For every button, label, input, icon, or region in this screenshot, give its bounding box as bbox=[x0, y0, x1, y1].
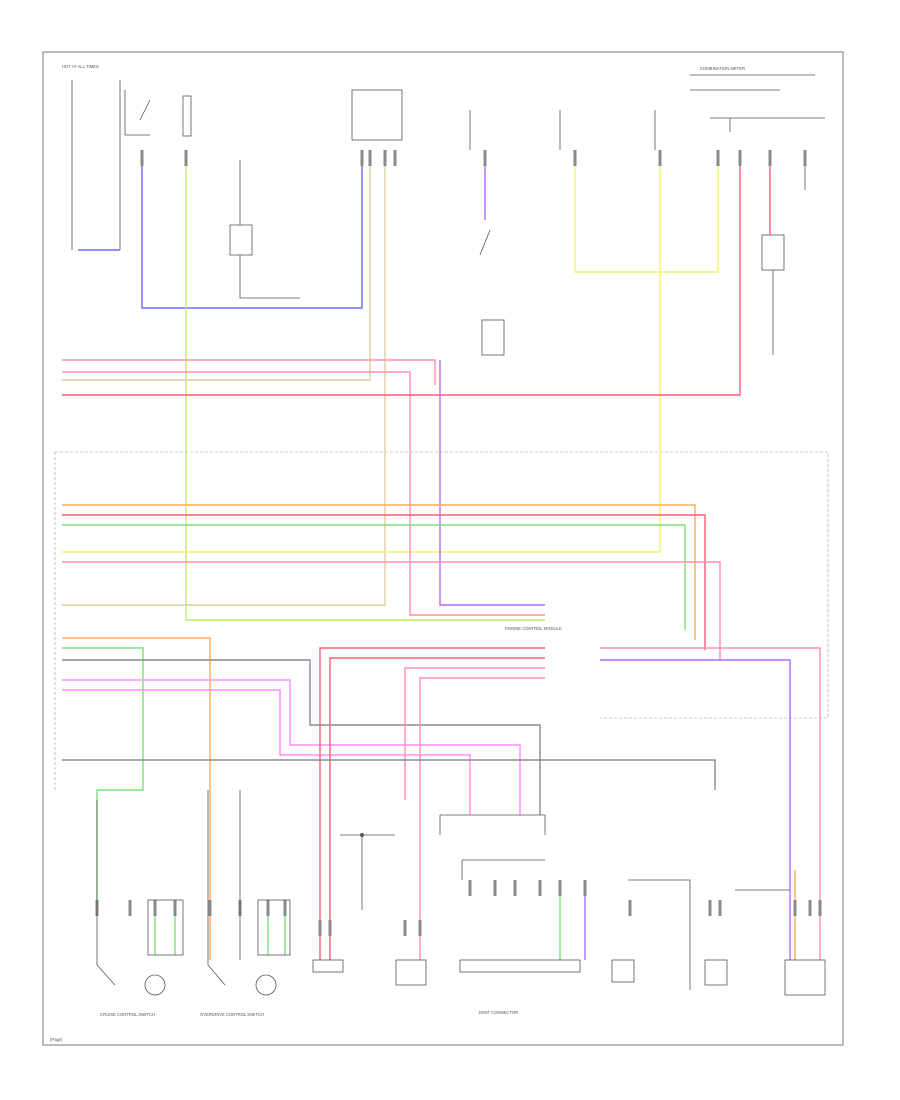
connector-pin-34 bbox=[793, 900, 797, 916]
connector-pin-7 bbox=[573, 150, 577, 166]
wire-red-22 bbox=[329, 657, 545, 960]
connector-pin-9 bbox=[716, 150, 720, 166]
wire-pink-24 bbox=[419, 677, 545, 960]
splice-dot bbox=[360, 833, 364, 837]
connector-pin-15 bbox=[153, 900, 157, 916]
wire-magenta-19 bbox=[62, 679, 521, 815]
wire-gray-18 bbox=[62, 659, 541, 815]
connector-pin-29 bbox=[558, 880, 562, 896]
wire-pink-7 bbox=[62, 359, 436, 385]
page-reference: (Page) bbox=[50, 1037, 63, 1042]
connector-pin-14 bbox=[128, 900, 132, 916]
wire-layer bbox=[62, 150, 822, 960]
top-components bbox=[71, 74, 825, 356]
bottom-components bbox=[96, 790, 826, 996]
wire-tan-3 bbox=[62, 150, 371, 381]
wire-violet-26 bbox=[600, 659, 791, 960]
connector-pin-27 bbox=[513, 880, 517, 896]
connector-pin-22 bbox=[328, 920, 332, 936]
wire-brightgreen-16 bbox=[62, 647, 144, 900]
wire-orange-17 bbox=[62, 637, 211, 960]
wire-pink-8 bbox=[62, 371, 545, 616]
wire-pink-15 bbox=[62, 561, 721, 660]
joint-connector-label: JOINT CONNECTOR bbox=[478, 1010, 518, 1015]
wire-red-21 bbox=[319, 647, 545, 960]
wire-orange-12 bbox=[62, 504, 696, 640]
wire-yellow-5 bbox=[574, 150, 719, 273]
connector-pin-4 bbox=[383, 150, 387, 166]
connector-pin-10 bbox=[738, 150, 742, 166]
wire-brightgreen-14 bbox=[62, 524, 686, 630]
wire-pink-25 bbox=[600, 647, 821, 960]
connector-pin-32 bbox=[708, 900, 712, 916]
connector-pin-23 bbox=[403, 920, 407, 936]
connector-pin-25 bbox=[468, 880, 472, 896]
ecm-boundary bbox=[55, 451, 829, 719]
connector-pin-19 bbox=[266, 900, 270, 916]
wire-violet-10 bbox=[439, 360, 545, 606]
cruise-control-switch-label: CRUISE CONTROL SWITCH bbox=[100, 1012, 155, 1017]
wire-magenta-20 bbox=[62, 689, 471, 815]
connector-pin-33 bbox=[718, 900, 722, 916]
wire-gray-27 bbox=[62, 759, 716, 790]
wire-blue-1 bbox=[141, 150, 363, 309]
connector-pin-3 bbox=[368, 150, 372, 166]
connector-pin-21 bbox=[318, 920, 322, 936]
connector-pin-2 bbox=[360, 150, 364, 166]
connector-pin-11 bbox=[768, 150, 772, 166]
connector-pin-31 bbox=[628, 900, 632, 916]
wire-red-9 bbox=[62, 150, 741, 396]
connector-pin-24 bbox=[418, 920, 422, 936]
connector-pin-8 bbox=[658, 150, 662, 166]
connector-pin-26 bbox=[493, 880, 497, 896]
connector-pin-28 bbox=[538, 880, 542, 896]
wire-red-13 bbox=[62, 514, 706, 650]
hot-at-all-times-label: HOT AT ALL TIMES bbox=[62, 64, 99, 69]
connector-pin-5 bbox=[393, 150, 397, 166]
wire-yellow-6 bbox=[62, 150, 661, 553]
connector-pin-16 bbox=[173, 900, 177, 916]
connector-pin-30 bbox=[583, 880, 587, 896]
wire-pink-23 bbox=[404, 667, 545, 800]
connector-pin-35 bbox=[808, 900, 812, 916]
wire-tan-4 bbox=[62, 150, 386, 606]
diagram-frame bbox=[42, 51, 844, 1046]
combination-meter-label: COMBINATION METER bbox=[700, 66, 745, 71]
engine-control-module-label: ENGINE CONTROL MODULE bbox=[505, 626, 562, 631]
connector-pin-0 bbox=[140, 150, 144, 166]
connector-pin-20 bbox=[283, 900, 287, 916]
connector-pin-12 bbox=[803, 150, 807, 166]
connector-pin-36 bbox=[818, 900, 822, 916]
overdrive-control-switch-label: OVERDRIVE CONTROL SWITCH bbox=[200, 1012, 264, 1017]
wire-green-2 bbox=[185, 150, 545, 621]
connector-pin-1 bbox=[184, 150, 188, 166]
connector-pin-17 bbox=[208, 900, 212, 916]
connector-pin-6 bbox=[483, 150, 487, 166]
